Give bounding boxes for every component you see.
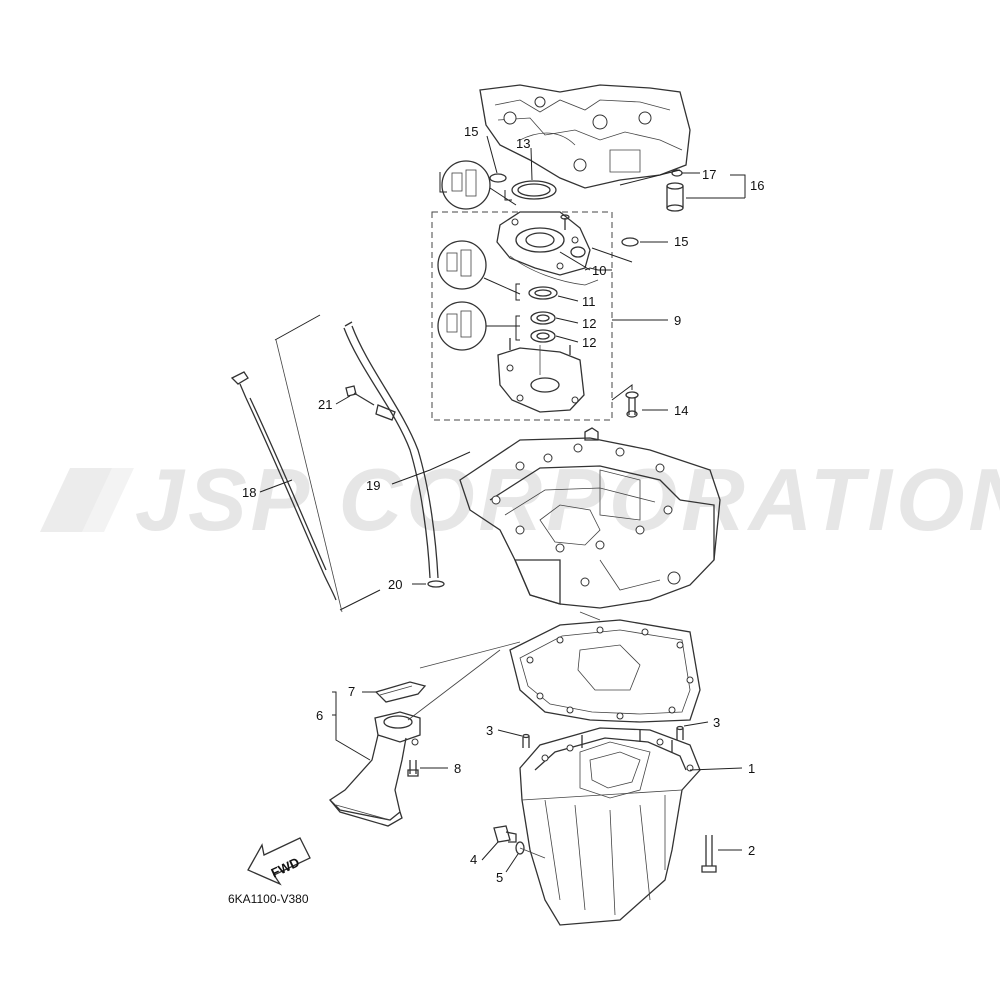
- dowel-pin-3a: [522, 733, 530, 748]
- bolt-2: [701, 835, 717, 873]
- callout-19: 19: [366, 478, 380, 493]
- dowel-pin-16: [666, 169, 684, 212]
- fwd-arrow-icon: FWD: [247, 837, 311, 886]
- exhaust-gasket: [509, 619, 701, 723]
- callout-21: 21: [318, 397, 332, 412]
- callout-16: 16: [750, 178, 764, 193]
- callout-7: 7: [348, 684, 355, 699]
- callout-4: 4: [470, 852, 477, 867]
- callout-20: 20: [388, 577, 402, 592]
- callout-8: 8: [454, 761, 461, 776]
- seal-detail-2: [437, 240, 487, 290]
- callout-12b: 12: [582, 335, 596, 350]
- callout-labels: 1 2 3 3 4 5 6 7 8 9 10 11 12 12 13 14 15…: [242, 124, 764, 885]
- watermark-text: JSP CORPORATION: [135, 450, 1000, 549]
- oil-seal-13: [511, 180, 557, 200]
- callout-11: 11: [582, 294, 596, 309]
- drain-plug-4: [493, 825, 517, 843]
- callout-5: 5: [496, 870, 503, 885]
- callout-10: 10: [592, 263, 606, 278]
- callout-3a: 3: [486, 723, 493, 738]
- upper-seal-housing: [496, 211, 591, 276]
- engine-block-fragment: [479, 84, 691, 189]
- callout-3b: 3: [713, 715, 720, 730]
- callout-17: 17: [702, 167, 716, 182]
- callout-15b: 15: [674, 234, 688, 249]
- callout-6: 6: [316, 708, 323, 723]
- callout-9: 9: [674, 313, 681, 328]
- callout-14: 14: [674, 403, 688, 418]
- callout-18: 18: [242, 485, 256, 500]
- exhaust-guide: [459, 427, 721, 609]
- oil-seal-11: [528, 286, 558, 300]
- gasket-washer-5: [515, 841, 525, 855]
- o-ring-15b: [621, 237, 639, 247]
- bolt-14: [625, 391, 639, 418]
- gasket-10: [509, 255, 599, 286]
- callout-15a: 15: [464, 124, 478, 139]
- callout-2: 2: [748, 843, 755, 858]
- oil-strainer-6: [328, 711, 421, 827]
- lower-seal-housing: [497, 338, 585, 413]
- dowel-pin-3b: [676, 725, 684, 740]
- diagram-code: 6KA1100-V380: [228, 892, 309, 906]
- fwd-label: FWD: [269, 854, 302, 880]
- oil-pan: [519, 727, 701, 926]
- bolt-8: [407, 760, 419, 777]
- clip-7: [374, 681, 427, 703]
- bolt-21: [345, 385, 375, 406]
- oil-seal-12b: [530, 329, 556, 343]
- oil-seal-12a: [530, 311, 556, 325]
- o-ring-20: [427, 580, 445, 588]
- callout-1: 1: [748, 761, 755, 776]
- o-ring-15a: [489, 173, 507, 183]
- callout-12a: 12: [582, 316, 596, 331]
- dipstick-guide-19: [343, 321, 439, 579]
- seal-detail-3: [437, 301, 487, 351]
- seal-detail-1: [441, 160, 491, 210]
- dipstick-18: [230, 371, 337, 601]
- callout-13: 13: [516, 136, 530, 151]
